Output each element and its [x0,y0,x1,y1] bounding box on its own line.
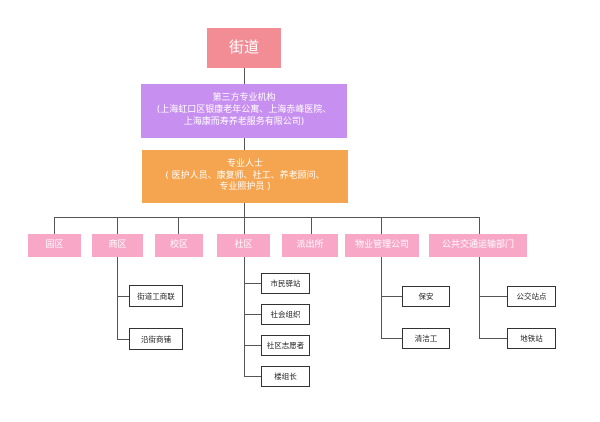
node-professionals-detail-1: ( 医护人员、康复师、社工、养老顾问、 [165,170,325,181]
connector-shangqu-2 [117,339,129,340]
connector-shequ-3 [244,345,261,346]
leaf-cleaner: 清洁工 [402,328,450,349]
connector-horizontal-bus [54,217,480,218]
leaf-security-label: 保安 [418,292,434,301]
connector-shequ-1 [244,283,261,284]
node-professionals: 专业人士 ( 医护人员、康复师、社工、养老顾问、 专业照护员 ) [142,150,348,203]
leaf-metro-station: 地铁站 [507,328,556,349]
node-shequ: 社区 [217,234,270,257]
connector-drop-6 [381,217,382,234]
node-yuanqu-label: 园区 [45,239,64,250]
connector-drop-4 [244,217,245,234]
connector-drop-1 [54,217,55,234]
leaf-security: 保安 [402,286,450,307]
connector-wuye-2 [381,338,402,339]
leaf-building-leader-label: 楼组长 [274,372,297,381]
leaf-street-shops: 沿街商铺 [129,328,183,350]
node-xiaoqu: 校区 [155,234,203,257]
node-xiaoqu-label: 校区 [169,239,188,250]
node-jiaotong: 公共交通运输部门 [429,234,527,257]
connector-prof-bus [244,203,245,217]
connector-drop-5 [311,217,312,234]
node-jiaotong-label: 公共交通运输部门 [441,239,514,250]
node-street: 街道 [207,28,281,68]
connector-drop-2 [117,217,118,234]
node-professionals-detail-2: 专业照护员 ) [219,182,271,193]
leaf-volunteers: 社区志愿者 [261,335,310,356]
leaf-cleaner-label: 清洁工 [414,334,438,343]
connector-wuye-trunk [381,257,382,338]
node-street-label: 街道 [228,38,259,57]
leaf-metro-station-label: 地铁站 [520,334,543,343]
node-paichusuo: 派出所 [282,234,338,257]
leaf-street-shops-label: 沿街商铺 [141,334,171,344]
connector-jiaotong-1 [479,296,507,297]
node-wuye: 物业管理公司 [345,234,419,257]
node-professionals-title: 专业人士 [226,158,263,169]
connector-shangqu-trunk [117,257,118,339]
node-third-party: 第三方专业机构 (上海虹口区银康老年公寓、上海赤峰医院、 上海康而寿养老服务有限… [141,84,347,138]
leaf-volunteers-label: 社区志愿者 [266,341,305,350]
leaf-street-chamber: 街道工商联 [129,285,183,307]
connector-wuye-1 [381,296,402,297]
connector-shequ-trunk [244,257,245,376]
node-shangqu-label: 商区 [108,239,127,250]
connector-drop-7 [479,217,480,234]
node-shequ-label: 社区 [234,239,253,250]
leaf-bus-stop: 公交站点 [507,286,556,307]
leaf-building-leader: 楼组长 [261,366,310,387]
connector-jiaotong-2 [479,338,507,339]
leaf-citizen-station: 市民驿站 [261,273,310,294]
connector-drop-3 [178,217,179,234]
node-shangqu: 商区 [92,234,143,257]
node-third-party-title: 第三方专业机构 [212,93,276,104]
connector-shequ-2 [244,314,261,315]
connector-shequ-4 [244,376,261,377]
leaf-citizen-station-label: 市民驿站 [270,279,301,288]
connector-third-prof [244,138,245,150]
connector-jiaotong-trunk [479,257,480,338]
connector-shangqu-1 [117,296,129,297]
leaf-bus-stop-label: 公交站点 [516,292,547,301]
node-paichusuo-label: 派出所 [296,239,324,250]
connector-root-third [244,68,245,84]
leaf-social-org-label: 社会组织 [270,310,301,319]
leaf-street-chamber-label: 街道工商联 [137,291,175,301]
node-third-party-detail-1: (上海虹口区银康老年公寓、上海赤峰医院、 [156,105,332,116]
node-wuye-label: 物业管理公司 [354,239,409,250]
node-third-party-detail-2: 上海康而寿养老服务有限公司) [183,116,305,127]
node-yuanqu: 园区 [28,234,81,257]
leaf-social-org: 社会组织 [261,304,310,325]
